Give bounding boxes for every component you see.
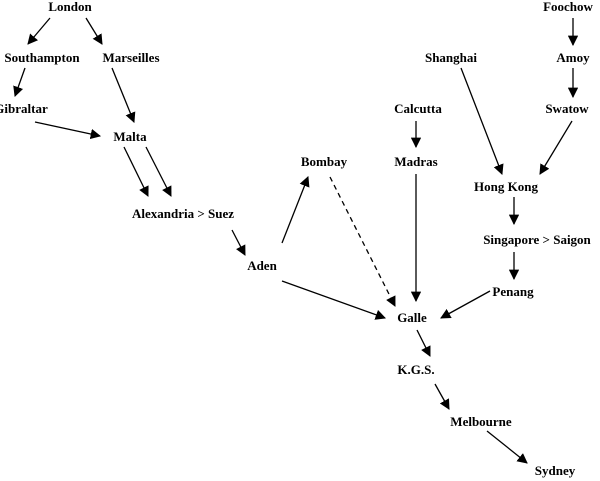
edge-london-marseilles: [85, 17, 103, 45]
node-kgs: K.G.S.: [397, 362, 434, 377]
edge-malta-alexandria-suez-1: [123, 146, 149, 197]
node-hong-kong: Hong Kong: [474, 179, 538, 194]
node-swatow: Swatow: [545, 101, 589, 116]
node-southampton: Southampton: [4, 50, 80, 65]
node-penang: Penang: [492, 284, 534, 299]
edge-kgs-melbourne: [434, 383, 450, 410]
node-marseilles: Marseilles: [102, 50, 159, 65]
edge-shanghai-hong-kong: [460, 67, 504, 175]
edge-penang-galle: [440, 290, 491, 319]
edge-swatow-hong-kong: [539, 120, 573, 175]
edge-galle-kgs: [416, 329, 431, 357]
node-singapore-saigon: Singapore > Saigon: [483, 232, 591, 247]
edge-aden-galle: [281, 280, 386, 320]
node-melbourne: Melbourne: [450, 414, 512, 429]
edge-alexandria-suez-aden: [231, 229, 246, 256]
node-gibraltar: Gibraltar: [0, 101, 48, 116]
edge-southampton-gibraltar: [13, 67, 26, 97]
node-london: London: [48, 0, 92, 14]
edge-melbourne-sydney: [486, 430, 528, 464]
node-shanghai: Shanghai: [425, 50, 477, 65]
node-bombay: Bombay: [301, 154, 348, 169]
node-calcutta: Calcutta: [394, 101, 442, 116]
edges: [13, 17, 579, 464]
node-sydney: Sydney: [535, 463, 576, 478]
edge-london-southampton: [27, 17, 51, 45]
node-aden: Aden: [247, 258, 277, 273]
node-alexandria-suez: Alexandria > Suez: [132, 206, 234, 221]
edge-gibraltar-malta: [34, 121, 102, 140]
edge-malta-alexandria-suez-2: [145, 146, 172, 197]
node-foochow: Foochow: [543, 0, 593, 14]
node-malta: Malta: [113, 129, 147, 144]
node-amoy: Amoy: [556, 50, 590, 65]
edge-bombay-galle: [329, 176, 396, 307]
edge-marseilles-malta: [111, 67, 136, 123]
edge-aden-bombay: [281, 176, 310, 244]
node-madras: Madras: [394, 154, 437, 169]
node-galle: Galle: [397, 310, 427, 325]
